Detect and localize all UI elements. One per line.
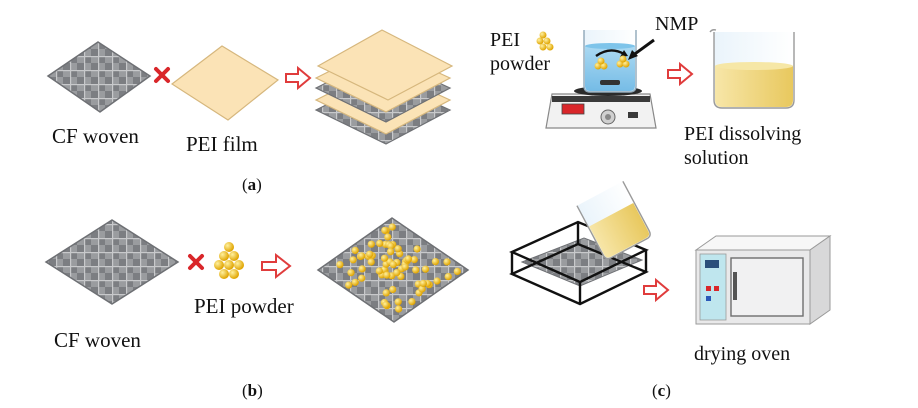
pei-powder-cluster-icon [214,242,244,279]
powder-particle [351,246,359,254]
powder-particle [393,269,401,277]
caption-a: (a) [242,175,262,194]
nmp-label: NMP [655,13,699,35]
powder-particle [358,265,366,273]
caption-c: (c) [652,381,671,400]
powder-particle [433,277,441,285]
powder-particle [387,248,395,256]
pei-powder-icon-c [536,31,554,51]
pei-film-label: PEI film [186,132,258,156]
powder-particle [382,289,390,297]
drying-oven-label: drying oven [694,343,791,365]
powder-label-c: powder [490,53,550,75]
powder-particle [358,274,366,282]
caption-b-letter: b [247,381,258,400]
powder-particle [444,273,452,281]
powder-particle [443,258,451,266]
powder-particle [384,233,392,241]
cf-woven-label-a: CF woven [52,124,139,148]
powder-particle [383,271,391,279]
powder-particle [351,278,359,286]
caption-c-letter: c [657,381,666,400]
plus-cross-icon-b [188,254,204,270]
pei-powder-label: PEI powder [194,294,294,318]
powder-particle [387,242,395,250]
process-arrow-icon-c1 [667,61,694,87]
powder-particle [401,263,409,271]
powder-particle [394,245,402,253]
powder-particle [336,261,344,269]
powder-particle [431,258,439,266]
pei-dissolving-label: PEI dissolving [684,123,802,145]
powder-particle [421,265,430,273]
cf-woven-fabric-b [44,219,180,305]
powder-particle [375,267,383,275]
powder-particle [358,252,366,260]
powder-particle [347,269,355,277]
powder-particle [367,258,375,266]
caption-a-letter: a [247,175,257,194]
powder-particle [410,256,418,264]
process-arrow-icon-b [261,252,292,280]
powder-particle [389,285,397,294]
powder-particle [419,279,427,287]
powder-particle [349,256,357,264]
powder-particle [367,240,375,248]
powder-particle [404,255,412,263]
powder-particle [376,239,384,247]
pei-label-c: PEI [490,29,520,51]
powder-particle [413,245,421,253]
process-arrow-icon-c2 [643,277,670,303]
powder-particle [418,285,426,293]
powder-particle [395,305,403,313]
drying-oven [694,235,832,325]
powder-particle [366,250,374,258]
nmp-pointer-arrow-icon [628,38,655,60]
powder-particle [380,254,389,262]
pei-film-sheet [170,45,280,121]
cf-woven-label-b: CF woven [54,328,141,352]
powder-particle [408,298,416,306]
powder-particle [453,267,461,275]
process-arrow-icon-a [285,65,312,91]
beaker-pei-solution [709,29,795,109]
powder-particle [388,223,396,231]
powder-coated-fabric [316,217,470,323]
powder-particle [381,226,389,234]
powder-particles [336,223,461,313]
film-fabric-stack [314,29,454,145]
pouring-beaker [576,180,651,260]
powder-particle [389,261,397,269]
powder-particle [345,281,353,289]
beaker-with-nmp [583,30,637,93]
cf-woven-fabric-a [46,41,152,113]
powder-particle [382,301,390,309]
plus-cross-icon-a [154,67,170,83]
caption-b: (b) [242,381,263,400]
powder-particle [394,298,402,306]
powder-particle [412,266,420,274]
solution-label: solution [684,147,749,169]
